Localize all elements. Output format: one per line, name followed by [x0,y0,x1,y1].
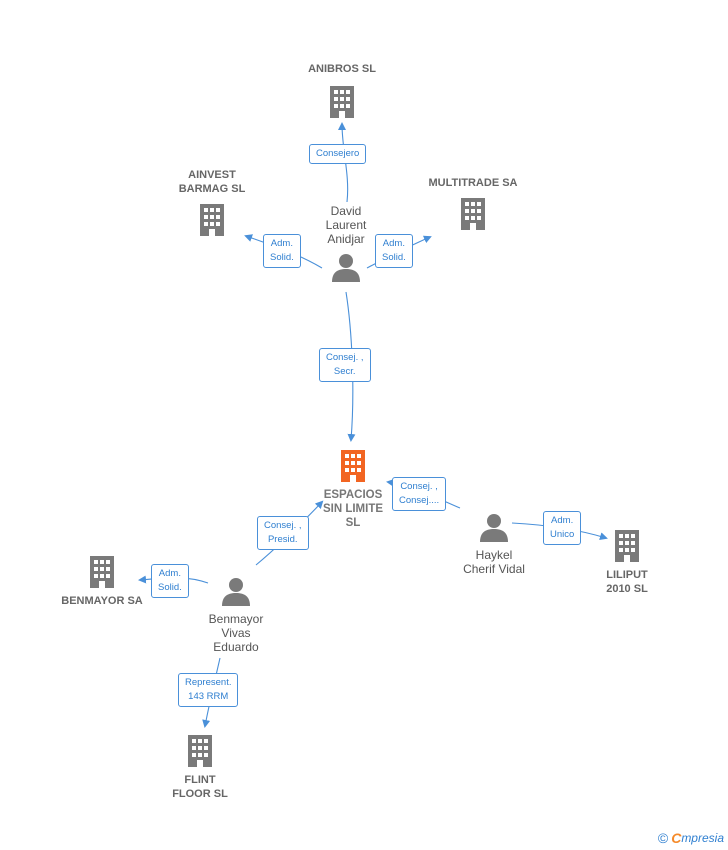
node-benmayor-sa[interactable]: BENMAYOR SA [52,554,152,608]
building-icon [330,86,354,118]
node-multitrade[interactable]: MULTITRADE SA [413,176,533,232]
relation-consejero[interactable]: Consejero [309,144,367,164]
building-icon [341,450,365,482]
relation-adm-solid-benmayor[interactable]: Adm. Solid. [151,564,189,598]
node-label: BENMAYOR SA [61,595,143,607]
node-flint[interactable]: FLINT FLOOR SL [150,733,250,801]
building-icon [188,735,212,767]
brand-name: mpresia [681,831,724,845]
node-david[interactable]: David Laurent Anidjar [304,204,388,282]
relation-adm-solid-ainvest[interactable]: Adm. Solid. [263,234,301,268]
copyright-icon: © [657,830,669,846]
node-label: David Laurent Anidjar [325,204,367,246]
building-icon [90,556,114,588]
node-label: MULTITRADE SA [428,177,518,189]
person-icon [332,254,360,282]
relation-adm-unico[interactable]: Adm. Unico [543,511,582,545]
node-label: ANIBROS SL [308,63,376,75]
relation-consej-consej[interactable]: Consej. , Consej.... [392,477,447,511]
node-label: ESPACIOS SIN LIMITE SL [322,489,384,529]
node-label: LILIPUT 2010 SL [606,569,648,595]
building-icon [615,530,639,562]
node-label: Benmayor Vivas Eduardo [208,612,264,654]
node-anibros[interactable]: ANIBROS SL [292,62,392,120]
node-espacios[interactable]: ESPACIOS SIN LIMITE SL [303,448,403,530]
relation-consej-presid[interactable]: Consej. , Presid. [257,516,309,550]
node-label: Haykel Cherif Vidal [463,548,525,576]
relation-represent[interactable]: Represent. 143 RRM [178,673,239,707]
node-ainvest[interactable]: AINVEST BARMAG SL [162,168,262,238]
node-label: AINVEST BARMAG SL [178,169,246,195]
person-icon [480,514,508,542]
node-label: FLINT FLOOR SL [172,774,228,800]
node-benmayor-person[interactable]: Benmayor Vivas Eduardo [193,576,279,654]
node-liliput[interactable]: LILIPUT 2010 SL [582,528,672,596]
brand-initial: C [671,830,682,846]
relation-adm-solid-multitrade[interactable]: Adm. Solid. [375,234,413,268]
building-icon [461,198,485,230]
node-haykel[interactable]: Haykel Cherif Vidal [449,512,539,576]
relation-consej-secr[interactable]: Consej. , Secr. [319,348,371,382]
person-icon [222,578,250,606]
building-icon [200,204,224,236]
